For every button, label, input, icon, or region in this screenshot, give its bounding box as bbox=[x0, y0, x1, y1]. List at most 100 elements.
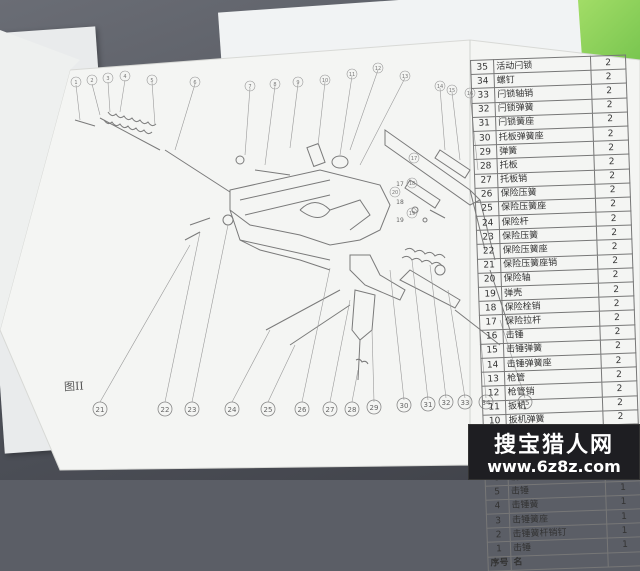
callout-label: 18 bbox=[409, 181, 415, 187]
callout-label: 22 bbox=[161, 406, 170, 414]
callout-circle: 17 bbox=[408, 152, 420, 164]
callout-circle: 13 bbox=[399, 70, 411, 82]
parts-drawing bbox=[74, 69, 526, 403]
side-callouts: 17 18 19 bbox=[396, 181, 404, 224]
table-cell-qty: 2 bbox=[599, 324, 636, 340]
watermark-name: 搜宝猎人网 bbox=[493, 433, 614, 458]
callout-label: 4 bbox=[123, 74, 126, 80]
callout-label: 32 bbox=[442, 399, 451, 407]
trigger-assembly bbox=[184, 214, 406, 381]
callout-label: 14 bbox=[437, 84, 443, 90]
table-cell-qty: 2 bbox=[594, 168, 630, 184]
callout-label: 5 bbox=[150, 78, 153, 84]
table-cell-qty: 2 bbox=[602, 409, 639, 425]
callout-label: 31 bbox=[424, 401, 433, 409]
table-cell-no: 18 bbox=[478, 300, 503, 316]
table-cell-qty: 1 bbox=[607, 537, 640, 553]
table-cell-qty: 1 bbox=[605, 480, 640, 496]
callout-label: 26 bbox=[298, 406, 307, 414]
table-cell-no: 15 bbox=[480, 343, 504, 359]
callout-label: 9 bbox=[296, 80, 299, 86]
table-cell-no: 28 bbox=[473, 158, 498, 174]
table-cell-qty: 2 bbox=[596, 239, 633, 255]
table-cell-no: 26 bbox=[474, 187, 499, 203]
callout-circle: 12 bbox=[372, 62, 384, 74]
callout-label: 17 bbox=[396, 181, 404, 188]
callout-label: 27 bbox=[326, 406, 335, 414]
table-cell-no: 16 bbox=[479, 329, 504, 345]
table-cell-no: 3 bbox=[486, 513, 510, 529]
table-cell-no: 20 bbox=[477, 272, 502, 288]
callout-circle: 7 bbox=[244, 80, 256, 92]
callout-label: 30 bbox=[400, 402, 409, 410]
table-cell-qty: 2 bbox=[598, 296, 635, 312]
right-upper-parts bbox=[384, 129, 511, 331]
table-cell-qty: 2 bbox=[590, 69, 627, 85]
site-watermark: 搜宝猎人网 www.6z8z.com bbox=[468, 424, 640, 480]
callout-label: 15 bbox=[449, 88, 455, 94]
callout-circle: 19 bbox=[406, 207, 418, 219]
table-cell-qty: 2 bbox=[600, 352, 637, 369]
middle-spring bbox=[399, 247, 501, 346]
callout-circle: 32 bbox=[438, 394, 454, 410]
callout-label: 23 bbox=[188, 406, 197, 414]
table-cell-no: 19 bbox=[478, 286, 502, 302]
callout-label: 19 bbox=[409, 211, 415, 217]
table-cell-no: 13 bbox=[481, 371, 505, 387]
table-cell-no: 32 bbox=[472, 102, 496, 118]
table-cell-qty: 2 bbox=[592, 125, 629, 142]
table-cell-qty: 2 bbox=[597, 267, 634, 284]
callout-label: 24 bbox=[228, 406, 237, 414]
callout-label: 7 bbox=[248, 84, 251, 90]
callout-circle: 15 bbox=[446, 84, 458, 96]
bottom-callouts: 21 22 23 24 25 26 27 28 29 30 31 32 33 3… bbox=[92, 394, 533, 417]
callout-circle: 6 bbox=[189, 76, 201, 88]
callout-label: 10 bbox=[322, 78, 328, 84]
callout-label: 34 bbox=[482, 399, 491, 407]
table-cell-qty: 2 bbox=[602, 395, 638, 411]
callout-label: 8 bbox=[273, 82, 276, 88]
callout-circle: 18 bbox=[406, 177, 418, 189]
callout-label: 2 bbox=[90, 78, 93, 84]
table-cell-qty: 1 bbox=[605, 494, 640, 511]
callout-circle: 14 bbox=[434, 80, 446, 92]
callout-circle: 8 bbox=[269, 78, 281, 90]
table-cell-qty: 2 bbox=[599, 310, 635, 326]
callout-circle: 5 bbox=[146, 74, 158, 86]
callout-circle: 23 bbox=[184, 401, 200, 417]
table-cell-qty: 2 bbox=[593, 154, 630, 170]
table-header-qty bbox=[607, 551, 640, 567]
table-cell-qty: 2 bbox=[592, 111, 628, 128]
callout-circle: 27 bbox=[322, 401, 338, 417]
callout-circle: 33 bbox=[457, 394, 473, 410]
table-cell-qty: 2 bbox=[593, 140, 629, 156]
callout-label: 6 bbox=[193, 80, 196, 86]
table-cell-no: 34 bbox=[471, 73, 495, 89]
callout-circle: 28 bbox=[344, 401, 360, 417]
table-cell-no: 24 bbox=[475, 215, 500, 231]
callout-circle: 29 bbox=[366, 399, 382, 415]
table-cell-no: 33 bbox=[471, 88, 496, 104]
table-cell-no: 31 bbox=[472, 116, 496, 132]
table-cell-qty: 2 bbox=[590, 55, 626, 71]
callout-label: 16 bbox=[467, 91, 473, 97]
table-cell-qty: 2 bbox=[598, 281, 634, 298]
callout-label: 13 bbox=[402, 74, 408, 80]
callout-label: 3 bbox=[106, 76, 109, 82]
callout-label: 12 bbox=[375, 66, 381, 72]
table-cell-qty: 2 bbox=[597, 253, 633, 269]
callout-label: 1 bbox=[74, 80, 77, 86]
table-cell-qty: 2 bbox=[601, 367, 637, 383]
table-cell-no: 23 bbox=[476, 229, 500, 245]
table-cell-no: 35 bbox=[470, 59, 495, 75]
callout-circle: 31 bbox=[420, 396, 436, 412]
callout-label: 18 bbox=[396, 199, 404, 206]
callout-circle: 2 bbox=[86, 74, 98, 86]
callout-circle: 34 bbox=[478, 394, 494, 410]
callout-circle: 35 bbox=[517, 394, 533, 410]
callout-label: 11 bbox=[349, 72, 355, 78]
table-cell-qty: 2 bbox=[595, 196, 631, 213]
table-cell-no: 5 bbox=[485, 485, 509, 501]
callout-circle: 10 bbox=[319, 74, 331, 86]
